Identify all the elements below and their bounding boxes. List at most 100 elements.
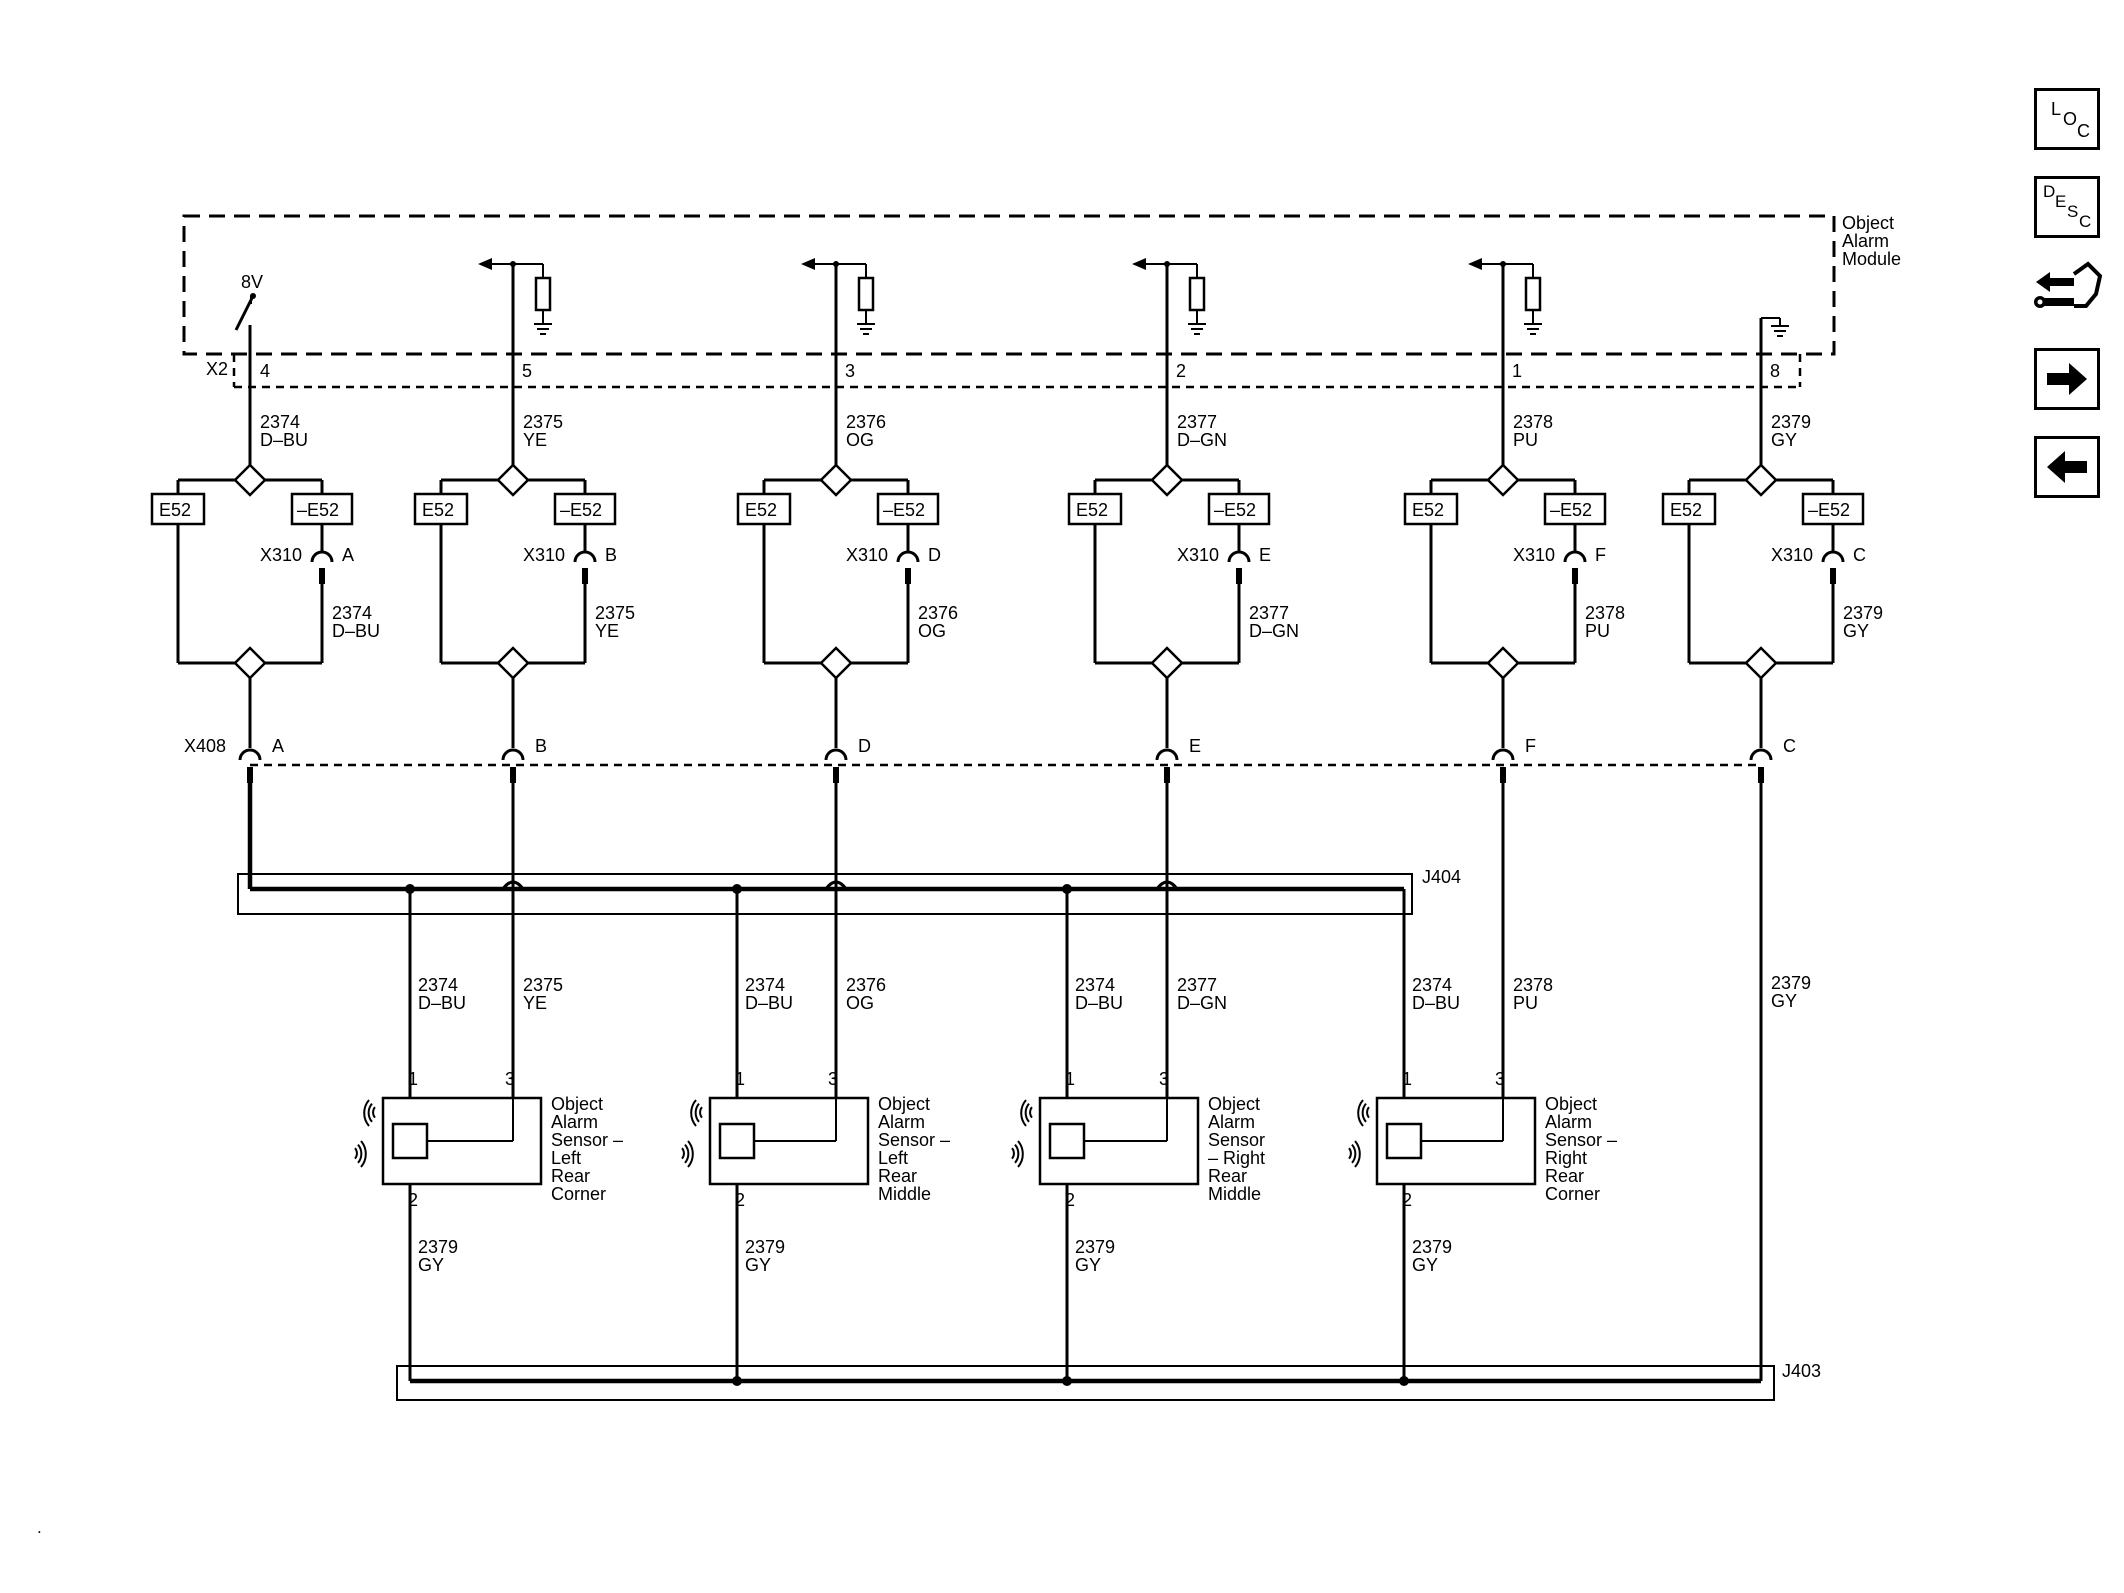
svg-text:GY: GY bbox=[1771, 430, 1797, 450]
svg-text:D: D bbox=[2043, 182, 2055, 201]
next-button[interactable] bbox=[2034, 348, 2100, 410]
option-e52: E52 bbox=[1412, 500, 1444, 520]
x310-label: X310 bbox=[846, 545, 888, 565]
svg-text:2: 2 bbox=[1402, 1190, 1412, 1210]
svg-text:2379: 2379 bbox=[745, 1237, 785, 1257]
svg-text:2376: 2376 bbox=[846, 975, 886, 995]
option-not-e52: –E52 bbox=[1808, 500, 1850, 520]
circuit-number: 2378 bbox=[1585, 603, 1625, 623]
svg-text:Alarm: Alarm bbox=[1208, 1112, 1255, 1132]
svg-text:3: 3 bbox=[1159, 1069, 1169, 1089]
option-e52: E52 bbox=[159, 500, 191, 520]
circuit-color: D–BU bbox=[332, 621, 380, 641]
svg-text:2374: 2374 bbox=[260, 412, 300, 432]
x310-label: X310 bbox=[260, 545, 302, 565]
svg-text:2379: 2379 bbox=[418, 1237, 458, 1257]
location-button[interactable]: L O C bbox=[2034, 88, 2100, 150]
x408-pin: E bbox=[1155, 736, 1201, 783]
svg-text:2375: 2375 bbox=[523, 975, 563, 995]
circuit-color: D–GN bbox=[1249, 621, 1299, 641]
desc-icon: D E S C bbox=[2043, 182, 2091, 231]
svg-text:Sensor –: Sensor – bbox=[878, 1130, 950, 1150]
svg-text:1: 1 bbox=[408, 1069, 418, 1089]
x310-pin: F bbox=[1595, 545, 1606, 565]
svg-text:YE: YE bbox=[523, 993, 547, 1013]
svg-text:5: 5 bbox=[522, 361, 532, 381]
arrow-right-icon bbox=[2047, 363, 2087, 395]
module-outline bbox=[182, 214, 1836, 356]
svg-text:2: 2 bbox=[735, 1190, 745, 1210]
option-not-e52: –E52 bbox=[883, 500, 925, 520]
svg-text:Sensor –: Sensor – bbox=[1545, 1130, 1617, 1150]
svg-text:OG: OG bbox=[846, 430, 874, 450]
svg-text:Alarm: Alarm bbox=[551, 1112, 598, 1132]
description-button[interactable]: D E S C bbox=[2034, 176, 2100, 238]
svg-text:L: L bbox=[2051, 99, 2061, 119]
svg-text:Rear: Rear bbox=[878, 1166, 917, 1186]
previous-button[interactable] bbox=[2034, 436, 2100, 498]
svg-text:C: C bbox=[1783, 736, 1796, 756]
circuit-number: 2376 bbox=[918, 603, 958, 623]
gy-direct-circuit: 2379 bbox=[1771, 973, 1811, 993]
svg-text:Sensor –: Sensor – bbox=[551, 1130, 623, 1150]
svg-text:2377: 2377 bbox=[1177, 975, 1217, 995]
x408-pin: B bbox=[501, 736, 547, 783]
svg-text:B: B bbox=[535, 736, 547, 756]
svg-text:C: C bbox=[2077, 121, 2090, 141]
svg-text:– Right: – Right bbox=[1208, 1148, 1265, 1168]
svg-text:E: E bbox=[1189, 736, 1201, 756]
x310-label: X310 bbox=[1513, 545, 1555, 565]
svg-text:Corner: Corner bbox=[551, 1184, 606, 1204]
svg-text:J403: J403 bbox=[1782, 1361, 1821, 1381]
svg-text:Object: Object bbox=[1545, 1094, 1597, 1114]
connector-end-view-button[interactable] bbox=[2030, 254, 2104, 316]
circuit-color: YE bbox=[595, 621, 619, 641]
svg-text:Left: Left bbox=[878, 1148, 908, 1168]
svg-text:Rear: Rear bbox=[1208, 1166, 1247, 1186]
column-wires bbox=[248, 264, 1763, 475]
svg-text:1: 1 bbox=[735, 1069, 745, 1089]
connector-wrench-icon bbox=[2034, 261, 2103, 308]
svg-text:2374: 2374 bbox=[1412, 975, 1452, 995]
svg-text:Module: Module bbox=[1842, 249, 1901, 269]
x310-pin: D bbox=[928, 545, 941, 565]
svg-text:2376: 2376 bbox=[846, 412, 886, 432]
svg-text:D–GN: D–GN bbox=[1177, 430, 1227, 450]
lower-wires bbox=[247, 775, 1763, 1381]
option-not-e52: –E52 bbox=[1550, 500, 1592, 520]
svg-text:Object: Object bbox=[878, 1094, 930, 1114]
svg-text:C: C bbox=[2079, 212, 2091, 231]
sensor-wave-icon bbox=[681, 1099, 703, 1168]
j403-splice: J403 bbox=[396, 1361, 1821, 1401]
svg-text:J404: J404 bbox=[1422, 867, 1461, 887]
svg-text:Rear: Rear bbox=[1545, 1166, 1584, 1186]
sensor-wave-icon bbox=[1011, 1099, 1033, 1168]
x408-pin: D bbox=[824, 736, 871, 783]
x310-label: X310 bbox=[1177, 545, 1219, 565]
svg-text:Corner: Corner bbox=[1545, 1184, 1600, 1204]
x310-pin: A bbox=[342, 545, 354, 565]
svg-text:GY: GY bbox=[418, 1255, 444, 1275]
x408-label: X408 bbox=[184, 736, 226, 756]
svg-text:2379: 2379 bbox=[1771, 412, 1811, 432]
svg-text:2: 2 bbox=[1065, 1190, 1075, 1210]
x310-pin: C bbox=[1853, 545, 1866, 565]
x408-pin: F bbox=[1491, 736, 1536, 783]
svg-text:1: 1 bbox=[1065, 1069, 1075, 1089]
svg-text:2374: 2374 bbox=[418, 975, 458, 995]
option-e52: E52 bbox=[745, 500, 777, 520]
svg-text:2378: 2378 bbox=[1513, 412, 1553, 432]
option-not-e52: –E52 bbox=[297, 500, 339, 520]
svg-text:4: 4 bbox=[260, 361, 270, 381]
circuit-color: PU bbox=[1585, 621, 1610, 641]
svg-text:Right: Right bbox=[1545, 1148, 1587, 1168]
svg-text:S: S bbox=[2067, 202, 2078, 221]
